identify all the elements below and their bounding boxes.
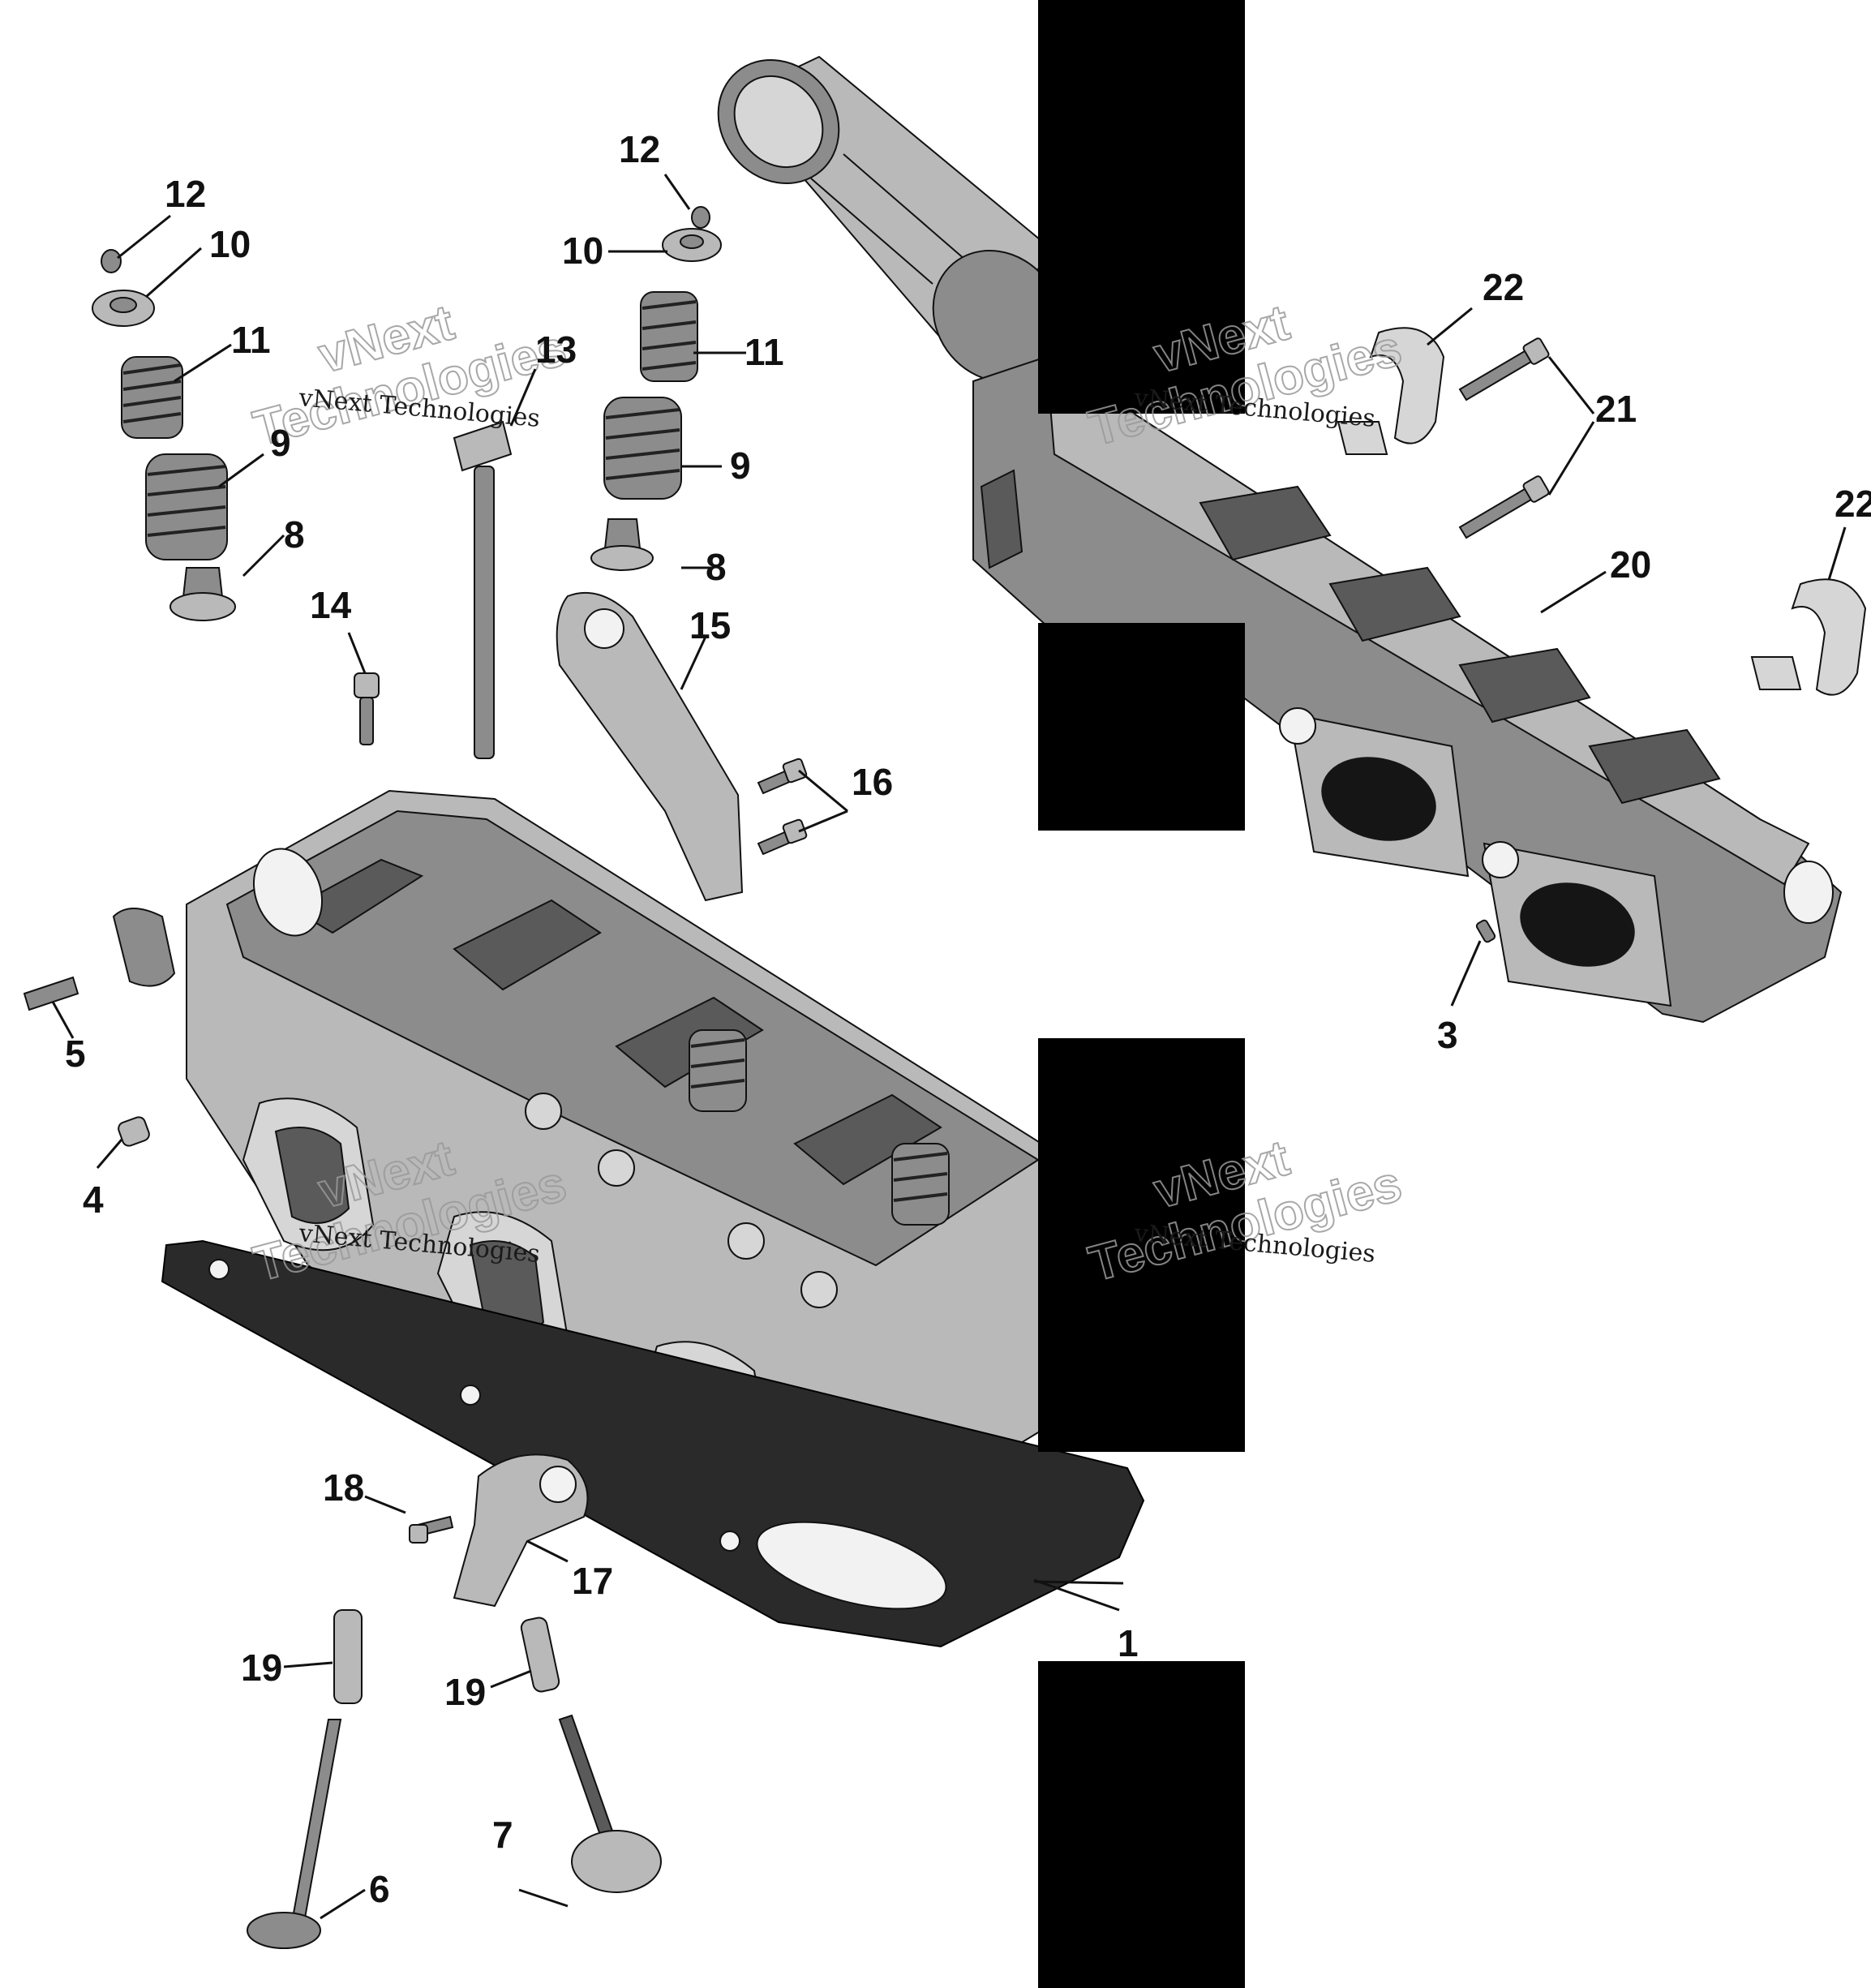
part-9-spring-left: [145, 453, 228, 560]
callout-11-left: 11: [231, 319, 271, 361]
part-5-plug: [23, 976, 79, 1011]
redaction-block-1: [1038, 0, 1245, 414]
callout-15: 15: [689, 604, 731, 646]
callout-3: 3: [1437, 1014, 1458, 1056]
exhaust-manifold: [972, 355, 1843, 1024]
callout-9-right: 9: [730, 444, 751, 487]
part-3-dowel: [1475, 919, 1496, 943]
callout-13: 13: [535, 328, 577, 371]
callout-18: 18: [323, 1466, 364, 1509]
callout-1: 1: [1118, 1622, 1139, 1664]
part-4-dowel: [118, 1116, 150, 1147]
part-15-bracket: [556, 591, 744, 902]
redaction-block-4: [1038, 1661, 1245, 1988]
leader-lines: [51, 174, 1847, 1920]
callout-14: 14: [310, 584, 352, 626]
part-21-bolts: [1458, 337, 1550, 539]
callout-4: 4: [83, 1179, 104, 1221]
callout-21: 21: [1595, 388, 1637, 430]
part-8-seal-right: [590, 518, 654, 571]
callout-8-left: 8: [284, 513, 305, 556]
part-13-head-bolt: [453, 420, 513, 759]
part-22-clamp-lower: [1750, 578, 1867, 696]
part-18-bolt: [409, 1515, 454, 1544]
part-10-retainer-right: [662, 228, 722, 262]
callout-10-left: 10: [209, 223, 251, 265]
callout-17: 17: [572, 1560, 613, 1602]
part-7-valve: [558, 1714, 662, 1893]
callout-19-right: 19: [444, 1671, 486, 1713]
part-1-head-gasket: [161, 1239, 1145, 1648]
part-17-bracket: [453, 1453, 589, 1608]
part-12-keeper-left: [101, 249, 122, 273]
watermark-upper-left: vNext Technologies vNext Technologies: [247, 294, 573, 457]
callout-6: 6: [369, 1868, 390, 1910]
part-9-spring-right: [603, 397, 682, 500]
callout-16: 16: [852, 761, 893, 803]
callouts: 1 3 4 5 6 7 8 8 9 9 10 10 11 11 12 12 13…: [65, 128, 1871, 1910]
part-11-spring-left: [121, 356, 183, 439]
callout-20: 20: [1610, 543, 1651, 586]
part-14-bolt: [354, 672, 380, 745]
callout-8-right: 8: [706, 546, 727, 588]
part-19-guide-right: [520, 1617, 560, 1693]
callout-22-upper: 22: [1483, 266, 1524, 308]
callout-10-right: 10: [562, 230, 603, 272]
callout-11-right: 11: [745, 331, 784, 373]
part-10-retainer-left: [92, 290, 155, 327]
part-22-clamp-upper: [1337, 327, 1445, 455]
part-19-guide-left: [333, 1609, 363, 1704]
callout-9-left: 9: [270, 422, 291, 464]
part-8-seal-left: [170, 567, 236, 621]
part-11-spring-right: [640, 291, 698, 382]
part-6-valve: [247, 1719, 342, 1949]
part-12-keeper-right: [691, 206, 710, 229]
redaction-block-3: [1038, 1038, 1245, 1452]
callout-5: 5: [65, 1033, 86, 1075]
redaction-block-2: [1038, 623, 1245, 831]
exhaust-tube: [717, 55, 1063, 384]
callout-12-right: 12: [619, 128, 660, 170]
callout-19-left: 19: [241, 1647, 282, 1689]
part-16-bolts: [757, 758, 808, 856]
callout-12-left: 12: [165, 173, 206, 215]
callout-22-lower: 22: [1835, 483, 1871, 525]
callout-7: 7: [492, 1814, 513, 1856]
